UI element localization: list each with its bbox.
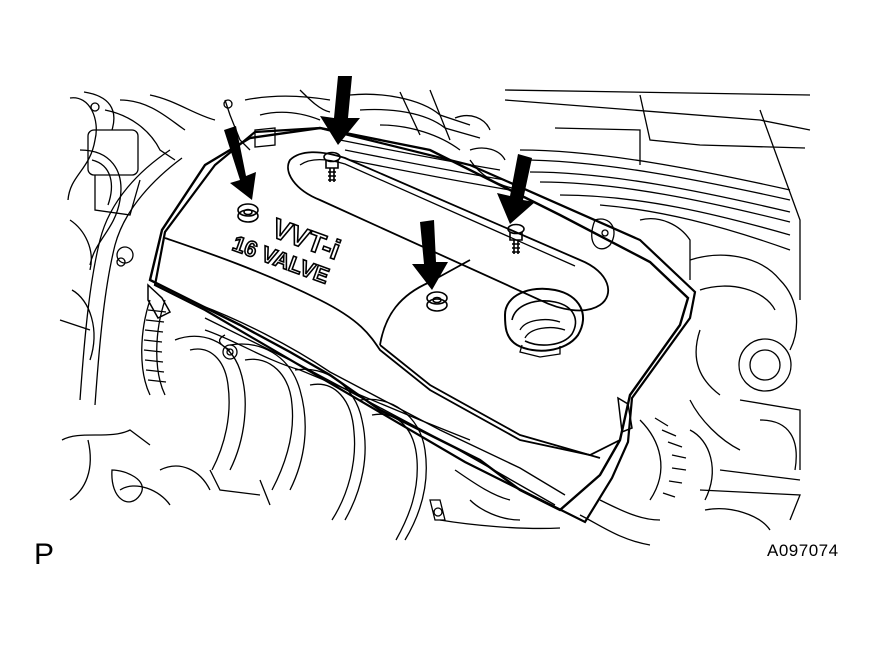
- arrow-bolt-rear-left: [320, 76, 360, 145]
- bolt-rear-right: [507, 223, 525, 254]
- arrow-bolt-rear-right: [497, 154, 535, 224]
- figure-id-label: A097074: [767, 541, 839, 560]
- nut-center: [426, 291, 448, 312]
- view-code-label: P: [34, 538, 55, 571]
- engine-bay-background: [59, 89, 811, 546]
- indicator-arrows: [224, 76, 535, 290]
- arrow-nut-left: [224, 126, 256, 200]
- cover-fasteners: [237, 151, 525, 312]
- nut-left: [237, 203, 259, 223]
- bolt-rear-left: [323, 151, 341, 182]
- arrow-nut-center: [412, 220, 448, 290]
